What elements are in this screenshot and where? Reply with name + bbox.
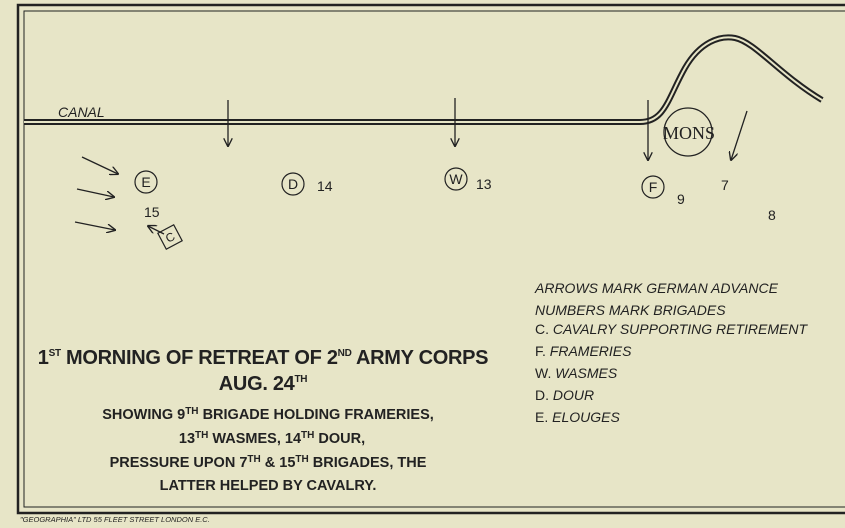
svg-text:F. FRAMERIES: F. FRAMERIES (535, 343, 632, 359)
mons-circle (663, 107, 713, 157)
place-dour: D (281, 172, 305, 196)
svg-text:LATTER HELPED BY CAVALRY.: LATTER HELPED BY CAVALRY. (160, 478, 377, 494)
cavalry-arrow (148, 226, 165, 235)
mons-label: MONS (663, 123, 715, 143)
place-elouges: E (134, 170, 158, 194)
brigade-number: 8 (768, 207, 776, 223)
place-wasmes: W (444, 167, 468, 191)
german-advance-arrow (74, 221, 115, 230)
svg-text:PRESSURE UPON 7TH & 15TH BRIGA: PRESSURE UPON 7TH & 15TH BRIGADES, THE (110, 454, 427, 471)
place-frameries: F (641, 175, 665, 199)
svg-text:C: C (163, 229, 178, 246)
brigade-number: 7 (721, 177, 729, 193)
german-advance-arrow (76, 188, 114, 197)
cavalry-marker: C (157, 224, 183, 250)
brigade-number: 15 (144, 204, 160, 220)
svg-text:D. DOUR: D. DOUR (535, 387, 594, 403)
map-title: 1ST MORNING OF RETREAT OF 2ND ARMY CORPS… (38, 347, 489, 395)
canal-label: CANAL (58, 104, 105, 120)
svg-text:AUG. 24TH: AUG. 24TH (219, 373, 308, 395)
canal (24, 34, 824, 125)
svg-text:W: W (449, 171, 463, 187)
svg-text:D: D (288, 176, 298, 192)
svg-text:SHOWING 9TH BRIGADE HOLDING FR: SHOWING 9TH BRIGADE HOLDING FRAMERIES, (102, 406, 434, 423)
german-advance-arrow (731, 110, 748, 160)
map-border (16, 3, 845, 515)
svg-text:E: E (141, 174, 150, 190)
svg-text:C. CAVALRY SUPPORTING RETIREME: C. CAVALRY SUPPORTING RETIREMENT (535, 321, 808, 337)
brigade-number: 13 (476, 176, 492, 192)
svg-text:1ST MORNING OF RETREAT OF 2ND: 1ST MORNING OF RETREAT OF 2ND ARMY CORPS (38, 347, 488, 369)
brigade-number: 14 (317, 178, 333, 194)
svg-text:W. WASMES: W. WASMES (535, 365, 618, 381)
brigade-number: 9 (677, 191, 685, 207)
svg-text:E. ELOUGES: E. ELOUGES (535, 409, 620, 425)
german-advance-arrow (81, 156, 118, 174)
svg-text:ARROWS MARK GERMAN ADVANCE: ARROWS MARK GERMAN ADVANCE (534, 280, 779, 296)
legend: ARROWS MARK GERMAN ADVANCE NUMBERS MARK … (534, 280, 808, 425)
svg-text:NUMBERS MARK BRIGADES: NUMBERS MARK BRIGADES (535, 302, 726, 318)
svg-text:F: F (649, 179, 658, 195)
svg-text:13TH WASMES, 14TH DOUR,: 13TH WASMES, 14TH DOUR, (179, 430, 365, 447)
map-subtitle: SHOWING 9TH BRIGADE HOLDING FRAMERIES, 1… (102, 406, 434, 494)
publisher-imprint: "GEOGRAPHIA" LTD 55 FLEET STREET LONDON … (20, 515, 210, 524)
